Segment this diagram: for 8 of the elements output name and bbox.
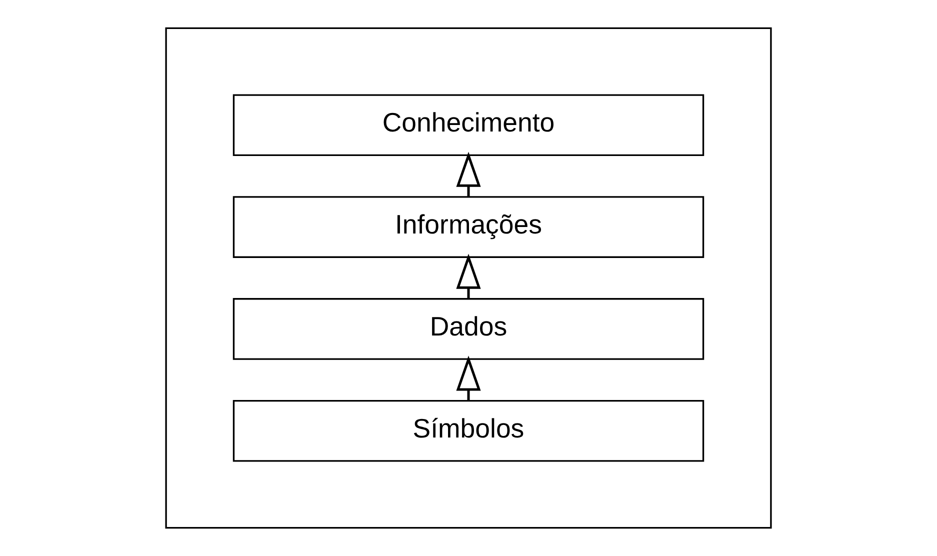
node-box: Conhecimento [232, 94, 704, 156]
arrow [456, 152, 481, 197]
node-box: Informações [232, 196, 704, 258]
node-box: Dados [232, 298, 704, 360]
arrow [456, 254, 481, 299]
arrow [456, 356, 481, 401]
cluster [165, 27, 772, 529]
node-box: Símbolos [232, 400, 704, 462]
